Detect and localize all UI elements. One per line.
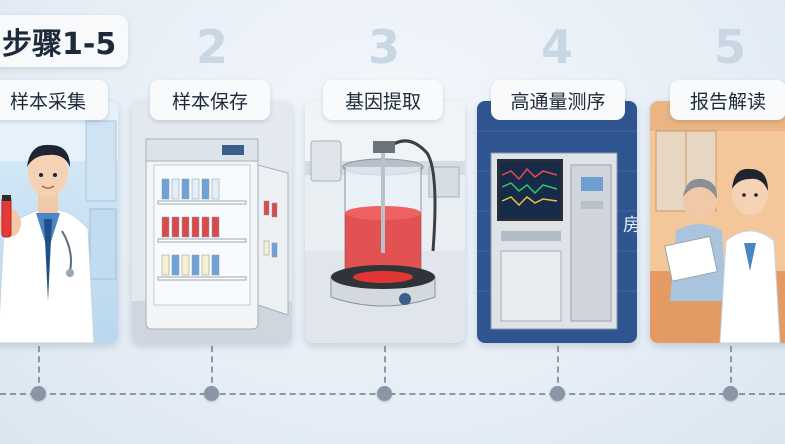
step-2-card [132,101,292,343]
step-number-5: 5 [713,20,746,74]
step-2-label: 样本保存 [150,80,270,120]
step-5-label: 报告解读 [670,80,785,120]
lab-refrigerator-illustration [132,101,292,343]
timeline-node-4 [550,386,565,401]
page-title: 步骤1-5 [2,27,117,62]
timeline-connector-2 [211,346,213,393]
doctor-patient-report-illustration [650,101,785,343]
timeline-connector-4 [557,346,559,393]
extraction-vessel-illustration [305,101,465,343]
step-1-label: 样本采集 [0,80,108,120]
timeline-connector-1 [38,346,40,393]
step-3-card [305,101,465,343]
timeline-node-2 [204,386,219,401]
doctor-sample-collection-illustration [0,101,118,343]
step-3-label: 基因提取 [323,80,443,120]
step-number-4: 4 [540,20,573,74]
timeline-line [0,393,785,395]
step-4-card: 房 [477,101,637,343]
timeline-connector-5 [730,346,732,393]
sequencer-machine-illustration: 房 [477,101,637,343]
side-text: 房 [623,215,637,236]
title-box: 步骤1-5 [0,15,128,67]
step-1-card [0,101,118,343]
step-number-2: 2 [195,20,228,74]
timeline-node-3 [377,386,392,401]
timeline-node-5 [723,386,738,401]
timeline-connector-3 [384,346,386,393]
step-number-3: 3 [367,20,400,74]
step-4-label: 高通量测序 [491,80,625,120]
timeline-node-1 [31,386,46,401]
step-5-card [650,101,785,343]
